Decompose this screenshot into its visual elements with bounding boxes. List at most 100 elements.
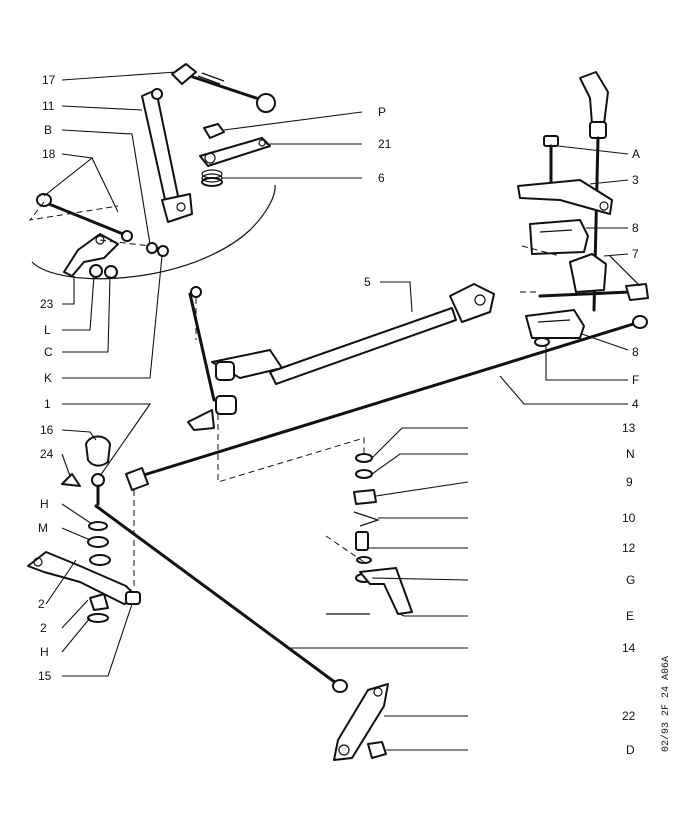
- label-N: N: [626, 447, 635, 461]
- label-15: 15: [38, 669, 52, 683]
- leader-7: [603, 253, 629, 257]
- part-14-long-rod: [94, 504, 348, 693]
- label-M: M: [38, 521, 48, 535]
- reference-code: 02/93 2F 24 A06A: [660, 656, 672, 752]
- housing-outline-arc: [31, 184, 276, 280]
- part-E-bracket: [326, 567, 413, 615]
- leader-E: [395, 611, 468, 617]
- label-1: 1: [44, 397, 51, 411]
- leader-G: [371, 577, 469, 581]
- label-18: 18: [42, 147, 56, 161]
- leader-N: [371, 453, 468, 475]
- label-2-upper: 2: [38, 597, 45, 611]
- leader-8b: [581, 333, 629, 351]
- label-C: C: [44, 345, 53, 359]
- part-15-lower-lever: [27, 551, 141, 605]
- leader-3: [589, 179, 629, 185]
- leader-K: [62, 255, 163, 379]
- label-B: B: [44, 123, 52, 137]
- part-8-upper-bush: [529, 219, 589, 255]
- label-10: 10: [622, 511, 636, 525]
- part-3-bracket-plate: [517, 179, 613, 215]
- leader-M: [61, 527, 91, 541]
- part-1-ball-pin: [91, 473, 105, 506]
- label-22: 22: [622, 709, 636, 723]
- label-G: G: [626, 573, 635, 587]
- label-12: 12: [622, 541, 636, 555]
- label-16: 16: [40, 423, 54, 437]
- part-7-selector-block: [538, 253, 649, 301]
- label-7: 7: [632, 247, 639, 261]
- part-11-lever: [141, 88, 193, 223]
- label-H-upper: H: [40, 497, 49, 511]
- leader-18: [43, 153, 119, 213]
- part-21-plate: [199, 137, 271, 167]
- small-fasteners-top-left: [89, 242, 169, 279]
- part-A-bolt: [543, 135, 559, 194]
- assembly-line-8: [99, 239, 151, 247]
- part-D-nut: [367, 741, 387, 759]
- assembly-line-1: [28, 201, 119, 221]
- part-24-clip: [61, 473, 81, 487]
- leader-23: [62, 276, 75, 305]
- label-6: 6: [378, 171, 385, 185]
- leader-C: [62, 275, 111, 353]
- part-6-spring: [201, 169, 223, 187]
- label-4: 4: [632, 397, 639, 411]
- leader-L: [62, 275, 95, 331]
- label-D: D: [626, 743, 635, 757]
- leader-P: [223, 111, 363, 131]
- leader-F: [545, 346, 628, 381]
- label-13: 13: [622, 421, 636, 435]
- leader-2a: [45, 559, 77, 605]
- part-4-control-rod: [125, 315, 648, 491]
- parts-13-to-12-stack: [353, 453, 380, 583]
- label-L: L: [44, 323, 51, 337]
- label-11: 11: [42, 99, 55, 113]
- label-14: 14: [622, 641, 636, 655]
- label-3: 3: [632, 173, 639, 187]
- part-18-rod: [36, 193, 133, 242]
- leader-9: [375, 481, 469, 497]
- leader-13: [371, 427, 468, 459]
- leader-15: [62, 603, 133, 677]
- label-21: 21: [378, 137, 392, 151]
- leader-5: [380, 281, 413, 313]
- label-9: 9: [626, 475, 633, 489]
- part-5-selector-rod: [269, 283, 495, 385]
- leader-H2: [61, 617, 91, 653]
- assembly-line-3: [217, 414, 365, 483]
- part-F-washer: [534, 337, 550, 347]
- label-A: A: [632, 147, 640, 161]
- leader-17: [61, 71, 177, 81]
- label-8-lower: 8: [632, 345, 639, 359]
- label-E: E: [626, 609, 634, 623]
- label-5: 5: [364, 275, 371, 289]
- part-22-lever: [333, 683, 389, 761]
- label-24: 24: [40, 447, 54, 461]
- leader-1: [62, 403, 152, 477]
- label-2-lower: 2: [40, 621, 47, 635]
- leader-16: [61, 429, 97, 441]
- label-H-lower: H: [40, 645, 49, 659]
- leader-H1: [61, 503, 93, 525]
- leader-24: [61, 453, 71, 477]
- assembly-line-6: [325, 535, 365, 563]
- part-P-nut: [203, 123, 225, 139]
- part-17-adjustable-rod: [171, 63, 276, 113]
- leader-2b: [61, 599, 89, 629]
- washers-H-M-2: [87, 521, 111, 623]
- label-17: 17: [42, 73, 56, 87]
- label-F: F: [632, 373, 639, 387]
- leader-A: [557, 145, 629, 155]
- leader-4: [499, 375, 628, 405]
- assembly-line-4: [521, 245, 561, 257]
- part-16-knob: [85, 435, 111, 467]
- label-P: P: [378, 105, 386, 119]
- part-8-lower-bush: [525, 309, 585, 339]
- leader-11: [61, 105, 143, 111]
- label-8-upper: 8: [632, 221, 639, 235]
- central-relay-lever: [187, 286, 283, 431]
- label-K: K: [44, 371, 52, 385]
